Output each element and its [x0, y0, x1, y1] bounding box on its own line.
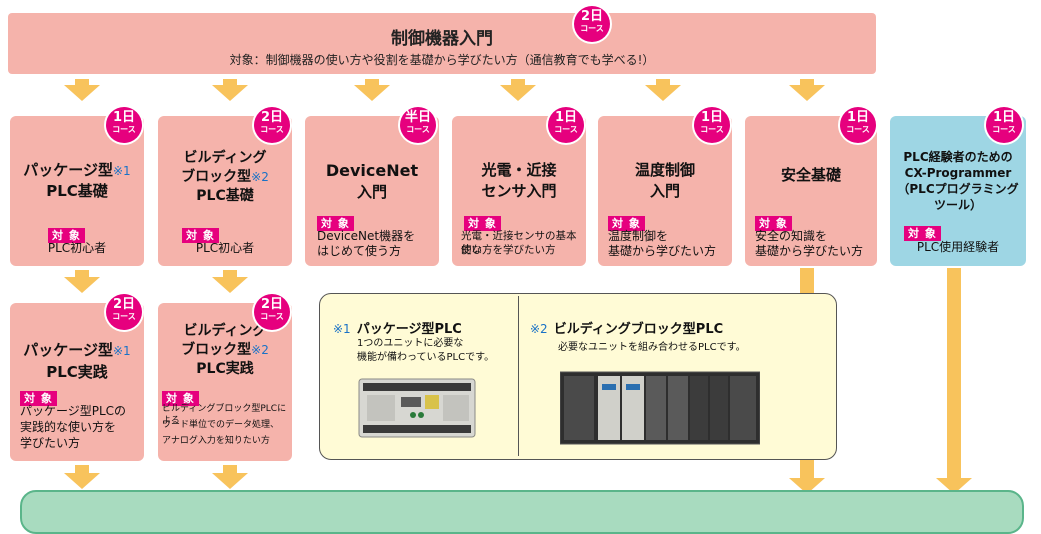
day-badge: 2日コース — [254, 294, 290, 330]
target-tag: 対 象 — [755, 216, 792, 231]
day-badge: 半日コース — [400, 107, 436, 143]
day-badge: 2日コース — [254, 107, 290, 143]
arrow-shaft — [223, 465, 237, 473]
note-building-block-plc-desc: 必要なユニットを組み合わせるPLCです。 — [558, 342, 746, 353]
arrow-shaft — [365, 79, 379, 85]
course-title: DeviceNet — [325, 161, 419, 180]
arrow-down-icon — [64, 277, 100, 293]
arrow-shaft — [800, 79, 814, 85]
course-title: 光電・近接 — [481, 161, 557, 179]
target-tag: 対 象 — [904, 226, 941, 241]
course-title: 温度制御 — [634, 161, 695, 179]
course-title: 安全基礎 — [780, 166, 841, 184]
course-target-desc: はじめて使う方 — [317, 244, 402, 258]
arrow-shaft — [511, 79, 525, 85]
arrow-down-icon — [212, 473, 248, 489]
day-badge: 2日コース — [106, 294, 142, 330]
building-block-plc-image — [560, 371, 760, 445]
target-tag: 対 象 — [162, 391, 199, 406]
course-title: CX-Programmer — [904, 166, 1012, 180]
course-title: PLC基礎 — [46, 182, 108, 200]
course-target-desc: PLC初心者 — [47, 241, 107, 255]
course-title: ブロック型 — [181, 342, 252, 358]
course-title: 入門 — [356, 183, 387, 201]
notes-divider — [518, 296, 519, 456]
arrow-down-icon — [212, 85, 248, 101]
arrow-down-icon — [789, 85, 825, 101]
target-tag: 対 象 — [48, 228, 85, 243]
note-package-plc-desc: 1つのユニットに必要な — [357, 338, 464, 349]
banner-day-badge: 2日 コース — [574, 6, 610, 42]
arrow-shaft — [223, 270, 237, 277]
arrow-down-icon — [354, 85, 390, 101]
course-title: PLC経験者のための — [903, 150, 1013, 164]
course-target-desc: ビルディングブロック型PLCによる — [162, 404, 287, 426]
day-badge: 1日コース — [986, 107, 1022, 143]
course-title: PLC実践 — [196, 361, 254, 377]
course-title: ビルディング — [183, 150, 267, 166]
course-title: PLC実践 — [46, 363, 108, 381]
package-plc-image — [358, 378, 476, 438]
course-target-desc: アナログ入力を知りたい方 — [162, 436, 270, 446]
arrow-down-icon — [64, 85, 100, 101]
course-target-desc: DeviceNet機器を — [317, 229, 416, 243]
arrow-down-icon — [500, 85, 536, 101]
arrow-down-icon — [645, 85, 681, 101]
course-target-desc: 温度制御を — [608, 229, 669, 243]
footnote-mark: ※2 — [530, 322, 548, 336]
course-building-block-plc-basic[interactable]: ビルディング ブロック型※2 PLC基礎 対 象 PLC初心者 — [158, 116, 292, 266]
arrow-shaft — [75, 465, 89, 473]
footnote-mark: ※1 — [113, 164, 131, 178]
target-tag: 対 象 — [20, 391, 57, 406]
course-target-desc: 学びたい方 — [20, 436, 81, 450]
course-title: ツール） — [933, 198, 982, 212]
day-badge: 1日コース — [694, 107, 730, 143]
course-title: 入門 — [649, 182, 680, 200]
target-tag: 対 象 — [317, 216, 354, 231]
intro-course-banner: 制御機器入門 対象：制御機器の使い方や役割を基礎から学びたい方（通信教育でも学べ… — [8, 13, 876, 74]
arrow-shaft — [75, 270, 89, 277]
course-target-desc: 使い方を学びたい方 — [461, 244, 556, 256]
footnote-mark: ※1 — [113, 344, 131, 358]
course-title: ブロック型 — [181, 169, 252, 185]
target-tag: 対 象 — [464, 216, 501, 231]
arrow-down-icon — [212, 277, 248, 293]
target-tag: 対 象 — [182, 228, 219, 243]
banner-subtitle: 対象：制御機器の使い方や役割を基礎から学びたい方（通信教育でも学べる!） — [229, 53, 655, 67]
arrow-shaft — [947, 268, 961, 480]
course-target-desc: パッケージ型PLCの — [20, 404, 127, 418]
course-target-desc: PLC初心者 — [195, 241, 255, 255]
course-target-desc: ワード単位でのデータ処理、 — [162, 420, 280, 430]
footnote-mark: ※2 — [251, 170, 269, 184]
course-title: PLC基礎 — [196, 188, 254, 204]
banner-title: 制御機器入門 — [391, 29, 493, 49]
next-step-bar — [20, 490, 1024, 534]
course-title: （PLCプログラミング — [897, 182, 1019, 196]
arrow-shaft — [223, 79, 237, 85]
arrow-shaft — [75, 79, 89, 85]
course-devicenet-intro[interactable]: DeviceNet 入門 対 象 DeviceNet機器を はじめて使う方 — [305, 116, 439, 266]
note-package-plc-desc: 機能が備わっているPLCです。 — [357, 352, 495, 363]
day-badge: 1日コース — [840, 107, 876, 143]
day-badge: 1日コース — [548, 107, 584, 143]
course-target-desc: 実践的な使い方を — [20, 420, 117, 434]
day-badge: 1日コース — [106, 107, 142, 143]
arrow-shaft — [656, 79, 670, 85]
footnote-mark: ※1 — [333, 322, 351, 336]
course-title: パッケージ型 — [23, 341, 113, 359]
course-target-desc: 基礎から学びたい方 — [608, 244, 717, 258]
course-target-desc: 光電・近接センサの基本的な — [461, 230, 577, 256]
course-title: パッケージ型 — [23, 161, 113, 179]
footnote-mark: ※2 — [251, 343, 269, 357]
course-target-desc: 基礎から学びたい方 — [755, 244, 864, 258]
target-tag: 対 象 — [608, 216, 645, 231]
course-target-desc: PLC使用経験者 — [916, 240, 1000, 254]
course-title: ビルディング — [183, 323, 267, 339]
course-target-desc: 安全の知識を — [755, 229, 828, 243]
course-title: センサ入門 — [481, 182, 557, 200]
arrow-down-icon — [64, 473, 100, 489]
